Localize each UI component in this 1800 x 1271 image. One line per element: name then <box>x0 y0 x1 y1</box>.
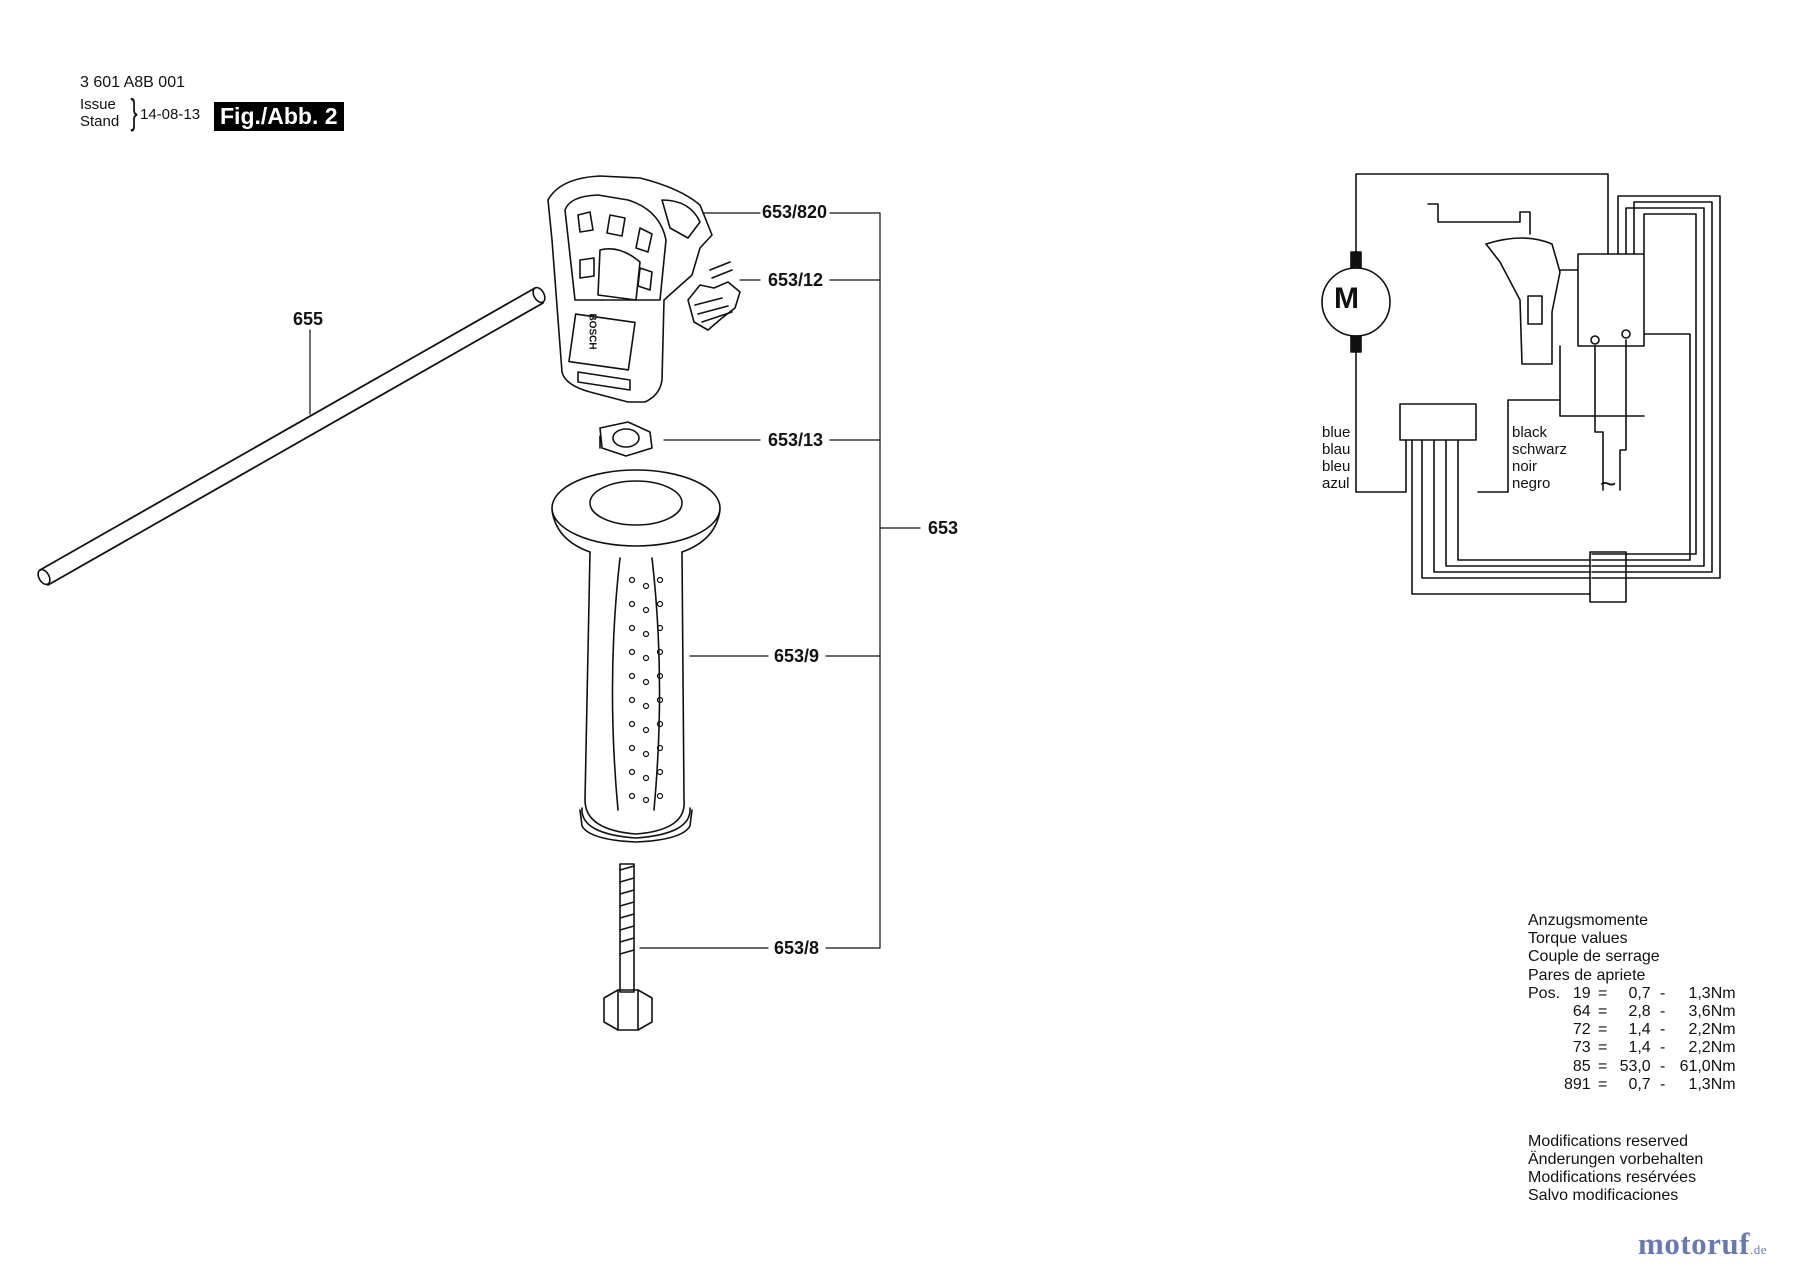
clamp-housing-drawing <box>547 175 713 403</box>
modifications-notice: Modifications reserved Änderungen vorbeh… <box>1528 1133 1704 1204</box>
table-row: 85 = 53,0 - 61,0 Nm <box>1572 1057 1736 1075</box>
stand-label: Stand <box>80 113 120 130</box>
brace-glyph: } <box>130 91 138 132</box>
part-label-653: 653 <box>928 518 959 538</box>
part-label-653-13: 653/13 <box>768 430 824 450</box>
rod-655-drawing <box>37 286 546 586</box>
part-label-653-8: 653/8 <box>774 938 820 958</box>
figure-badge: Fig./Abb. 2 <box>214 102 344 131</box>
grip-dots <box>628 576 664 804</box>
ac-symbol: ~ <box>1600 468 1617 499</box>
watermark-logo: motoruf.de <box>1638 1226 1767 1262</box>
table-row: 891 = 0,7 - 1,3 Nm <box>1564 1075 1736 1093</box>
table-row: 73 = 1,4 - 2,2 Nm <box>1572 1039 1736 1057</box>
black-wire-labels: black schwarz noir negro <box>1512 424 1568 492</box>
torque-table: Pos. 19 = 0,7 - 1,3 Nm 64 = 2,8 - 3,6 Nm… <box>1528 985 1736 1094</box>
motor-symbol: M <box>1334 282 1359 315</box>
torque-values: Anzugsmomente Torque values Couple de se… <box>1528 912 1736 1094</box>
part-label-655: 655 <box>293 309 324 329</box>
wiring-diagram <box>1321 173 1721 603</box>
wing-screw-drawing <box>687 261 741 331</box>
part-label-653-820: 653/820 <box>762 202 828 222</box>
blue-wire-labels: blue blau bleu azul <box>1322 424 1351 492</box>
part-label-653-12: 653/12 <box>768 270 824 290</box>
bosch-stamp: BOSCH <box>586 313 598 350</box>
table-row: Pos. 19 = 0,7 - 1,3 Nm <box>1528 984 1736 1002</box>
part-number: 3 601 A8B 001 <box>80 74 185 91</box>
table-row: 64 = 2,8 - 3,6 Nm <box>1572 1003 1736 1021</box>
table-row: 72 = 1,4 - 2,2 Nm <box>1572 1021 1736 1039</box>
part-label-653-9: 653/9 <box>774 646 820 666</box>
bolt-drawing <box>603 863 653 1031</box>
issue-date: 14-08-13 <box>140 106 201 123</box>
leader-lines <box>309 212 921 949</box>
issue-label: Issue <box>80 96 116 113</box>
grip-drawing <box>551 469 721 843</box>
issue-stand-label: Issue Stand <box>80 96 119 130</box>
watermark-brand: motoruf <box>1638 1226 1750 1261</box>
nut-drawing <box>599 421 653 457</box>
watermark-suffix: .de <box>1749 1242 1768 1257</box>
